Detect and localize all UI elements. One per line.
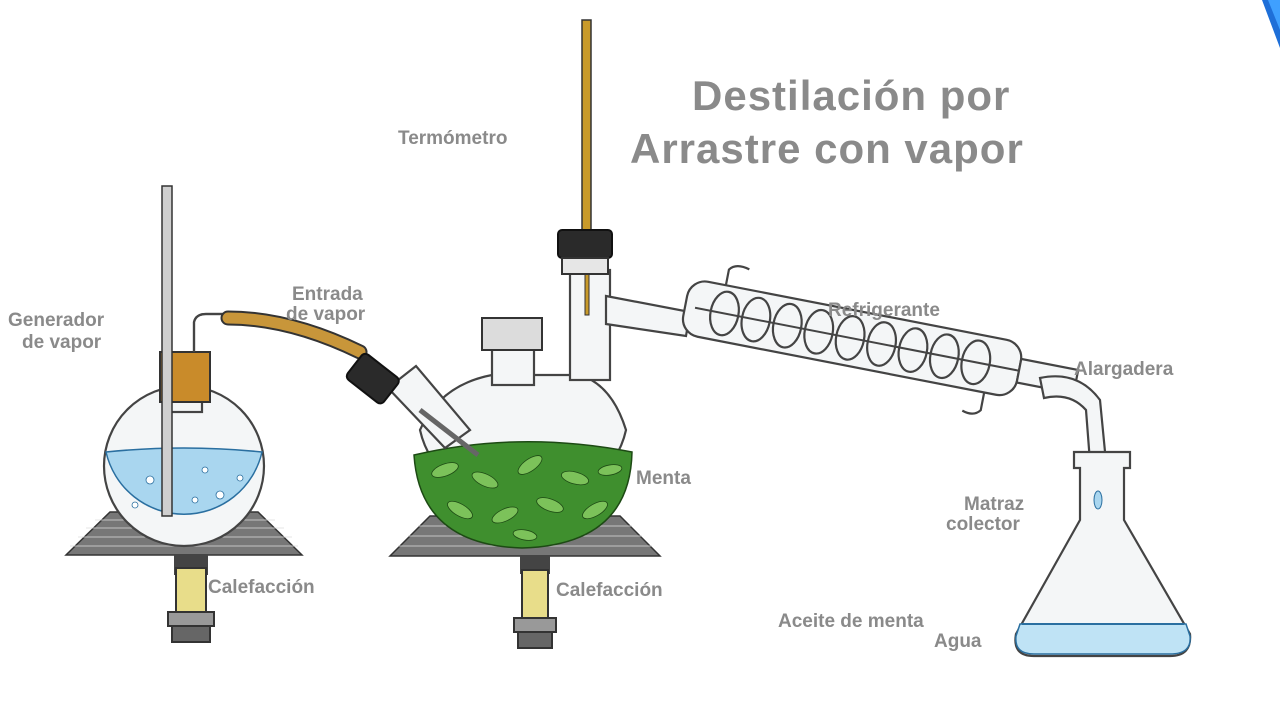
condenser <box>681 265 1080 415</box>
steam-generator <box>64 185 304 643</box>
side-arm <box>604 294 692 338</box>
label-generador-1: Generador <box>8 310 105 331</box>
label-aceite: Aceite de menta <box>778 611 924 632</box>
thermometer <box>581 19 592 236</box>
safety-tube <box>161 185 173 517</box>
still-head <box>568 268 612 382</box>
label-entrada-1: Entrada <box>292 284 363 305</box>
center-stopper <box>481 317 543 351</box>
label-calefaccion-mid: Calefacción <box>556 580 663 601</box>
label-matraz-1: Matraz <box>964 494 1024 515</box>
label-generador-2: de vapor <box>22 332 102 353</box>
label-termometro: Termómetro <box>398 128 507 149</box>
title-line-1: Destilación por <box>692 72 1010 119</box>
label-menta: Menta <box>636 468 691 489</box>
collector-flask <box>1014 450 1192 658</box>
mint-leaves <box>413 440 633 549</box>
label-agua: Agua <box>934 631 982 652</box>
label-calefaccion-left: Calefacción <box>208 577 315 598</box>
distillation-head <box>557 19 692 382</box>
label-refrigerante: Refrigerante <box>828 300 940 321</box>
distillation-flask <box>345 317 662 649</box>
title-line-2: Arrastre con vapor <box>630 125 1024 172</box>
alargadera <box>1038 375 1108 464</box>
burner-mid <box>521 569 549 623</box>
label-alargadera: Alargadera <box>1074 359 1174 380</box>
burner-left <box>175 567 207 619</box>
label-entrada-2: de vapor <box>286 304 366 325</box>
thermometer-adapter <box>557 229 613 259</box>
label-matraz-2: colector <box>946 514 1021 535</box>
collector-water <box>1015 623 1191 655</box>
corner-decoration <box>1262 0 1280 48</box>
steam-inlet-connector <box>345 352 400 405</box>
